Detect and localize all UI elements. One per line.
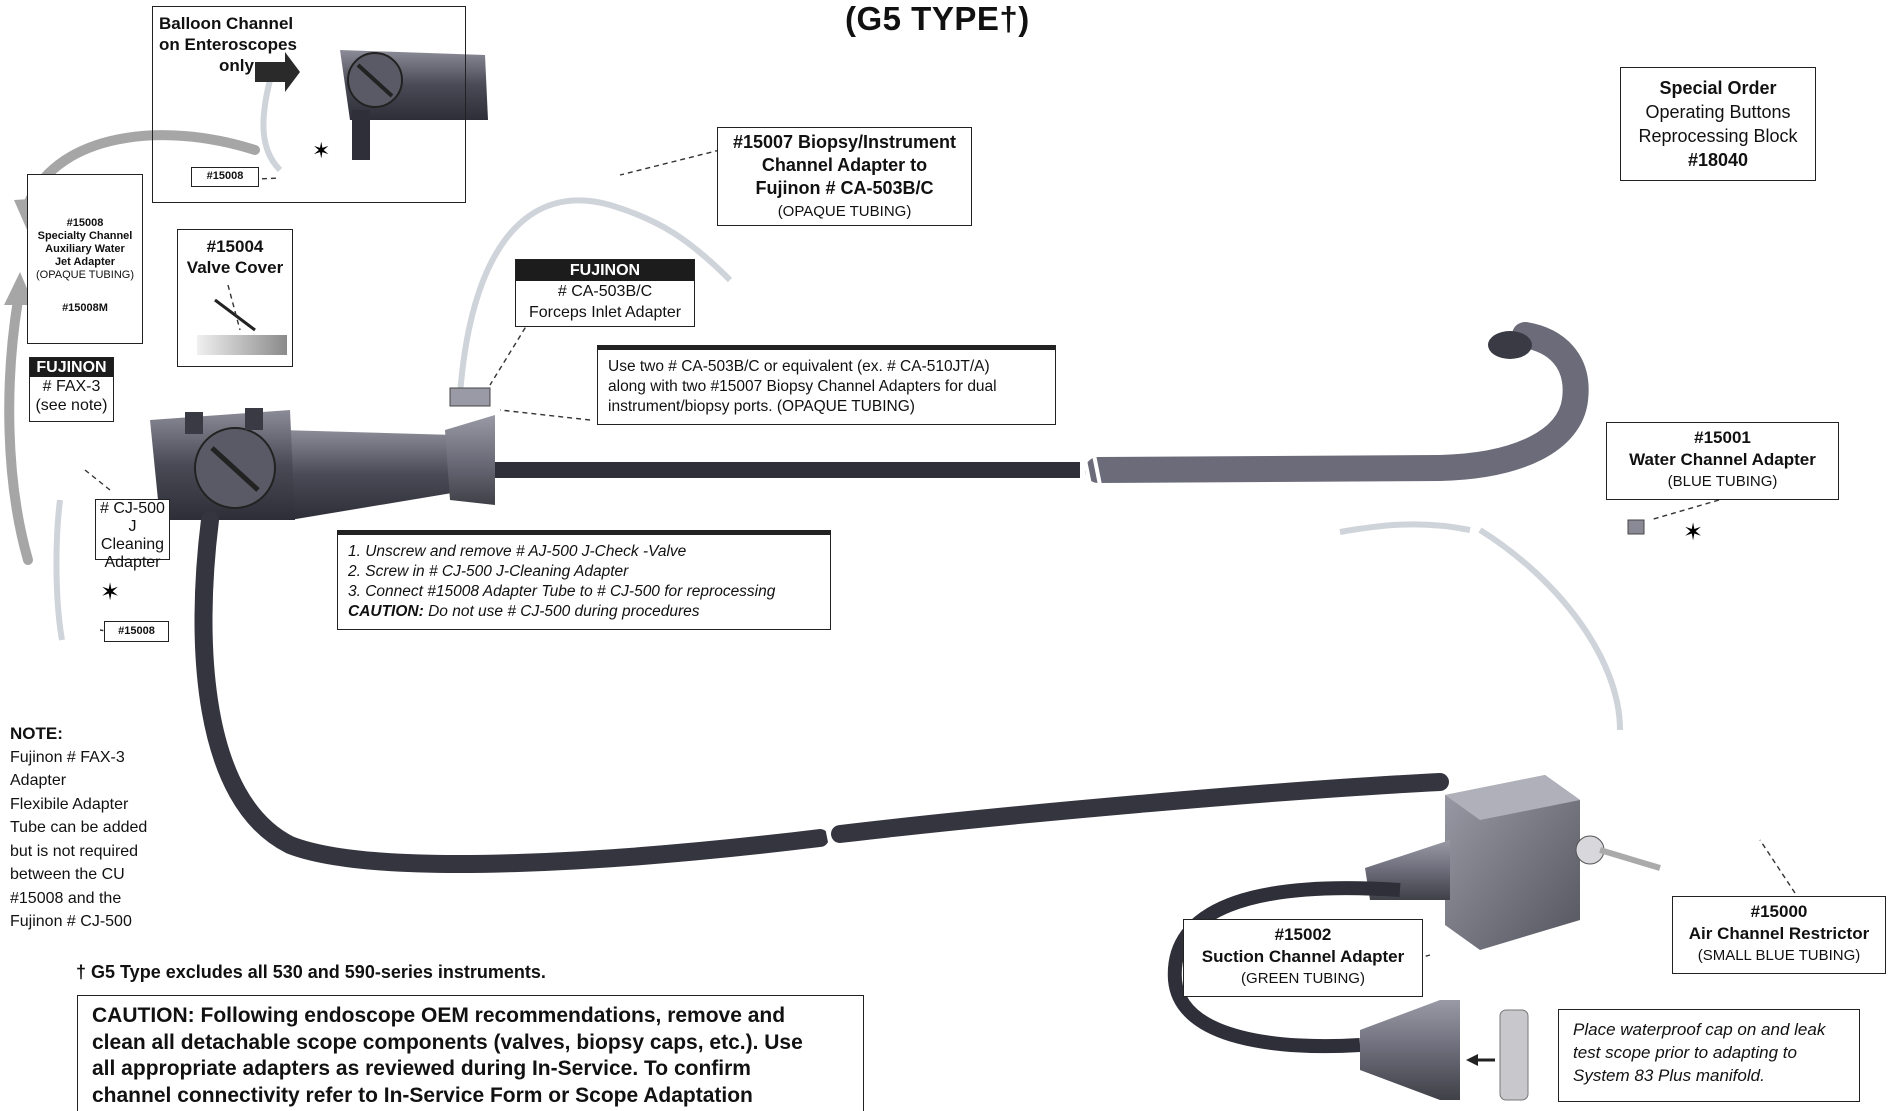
jet-adapter-line1: Specialty Channel (37, 230, 133, 242)
leak-test-connector (1360, 1000, 1529, 1101)
fax3-brand: FUJINON (30, 358, 113, 377)
step-3: 3. Connect #15008 Adapter Tube to # CJ-5… (348, 583, 776, 600)
cj500-line1: # CJ-500 (100, 500, 165, 517)
fax3-part: # FAX-3 (42, 378, 101, 395)
balloon-channel-inset: Balloon Channel on Enteroscopes only #15… (152, 6, 466, 203)
biopsy-adapter-tubing: (OPAQUE TUBING) (777, 203, 912, 220)
air-tubing: (SMALL BLUE TUBING) (1697, 947, 1861, 964)
asterisk-water: ✶ (1683, 518, 1703, 546)
balloon-line3: only (219, 56, 254, 75)
air-channel-label: #15000 Air Channel Restrictor (SMALL BLU… (1672, 896, 1886, 974)
valve-cover-part: #15004 (206, 237, 264, 256)
balloon-line2: on Enteroscopes (159, 35, 297, 54)
curved-arrow-left (4, 295, 33, 565)
cj500-label: # CJ-500 J Cleaning Adapter (95, 499, 170, 571)
asterisk-cj500: ✶ (100, 578, 120, 606)
jet-adapter-tubing: (OPAQUE TUBING) (36, 269, 134, 281)
suction-channel-label: #15002 Suction Channel Adapter (GREEN TU… (1183, 919, 1423, 997)
note-line-7: Fujinon # CJ-500 (10, 913, 132, 930)
note-label: NOTE: (10, 724, 63, 743)
special-order-label: Special Order Operating Buttons Reproces… (1620, 67, 1816, 181)
caution-line1: CAUTION: Following endoscope OEM recomme… (92, 1004, 786, 1027)
adapter-tubing (53, 79, 1623, 731)
note-line-adapter: Adapter (10, 772, 67, 789)
leak-test-note: Place waterproof cap on and leak test sc… (1558, 1009, 1860, 1102)
jet-adapter-line3: Jet Adapter (54, 256, 116, 268)
water-channel-label: #15001 Water Channel Adapter (BLUE TUBIN… (1606, 422, 1839, 500)
jet-adapter-box: #15008 Specialty Channel Auxiliary Water… (27, 174, 143, 344)
leak-note-line3: System 83 Plus manifold. (1573, 1066, 1765, 1085)
jet-adapter-line2: Auxiliary Water (45, 243, 125, 255)
forceps-brand: FUJINON (516, 260, 694, 281)
dual-note-line3: instrument/biopsy ports. (OPAQUE TUBING) (608, 398, 915, 415)
special-order-line2: Operating Buttons (1645, 102, 1791, 122)
caution-line4: channel connectivity refer to In-Service… (92, 1083, 753, 1107)
air-name: Air Channel Restrictor (1688, 924, 1870, 943)
leak-note-line2: test scope prior to adapting to (1573, 1043, 1797, 1062)
cj500-line2: J Cleaning (100, 518, 165, 553)
cj500-part-tag: #15008 (104, 621, 169, 642)
asterisk-inset: ✶ (312, 139, 330, 164)
fax3-note: (see note) (35, 397, 108, 414)
water-adapter-part-no: #15001 (1694, 428, 1751, 447)
jet-adapter-part: #15008 (66, 217, 104, 229)
suction-tubing: (GREEN TUBING) (1241, 970, 1365, 987)
special-order-line1: Special Order (1659, 78, 1777, 98)
note-line-6: #15008 and the (10, 889, 122, 907)
caution-box: CAUTION: Following endoscope OEM recomme… (77, 995, 864, 1111)
step-2: 2. Screw in # CJ-500 J-Cleaning Adapter (348, 563, 629, 580)
biopsy-adapter-label: #15007 Biopsy/Instrument Channel Adapter… (717, 127, 972, 226)
umbilical-cord (194, 511, 1449, 873)
steps-caution-label: CAUTION: (348, 603, 424, 620)
special-order-part: #18040 (1687, 150, 1749, 170)
suction-tubing (1167, 881, 1401, 1054)
inset-scope-detail (255, 50, 488, 160)
water-adapter-name: Water Channel Adapter (1629, 450, 1816, 469)
steps-caution-text: Do not use # CJ-500 during procedures (423, 603, 700, 620)
valve-cover-label: #15004 Valve Cover (177, 229, 293, 367)
scope-handle (150, 408, 495, 520)
note-line-1: Fujinon # FAX-3 (10, 748, 125, 766)
special-order-line3: Reprocessing Block (1638, 126, 1798, 146)
biopsy-adapter-line2: Channel Adapter to (761, 155, 928, 175)
biopsy-adapter-line1: #15007 Biopsy/Instrument (732, 132, 957, 152)
suction-part: #15002 (1274, 925, 1332, 944)
balloon-channel-label: Balloon Channel on Enteroscopes only (159, 13, 297, 76)
suction-name: Suction Channel Adapter (1201, 947, 1405, 966)
insertion-tube (470, 322, 1589, 486)
step-1: 1. Unscrew and remove # AJ-500 J-Check -… (348, 543, 687, 560)
page-title: (G5 TYPE†) (845, 0, 1030, 37)
g5-footnote: † G5 Type excludes all 530 and 590-serie… (76, 962, 546, 982)
forceps-inlet-label: FUJINON # CA-503B/C Forceps Inlet Adapte… (515, 259, 695, 327)
reprocessing-steps: 1. Unscrew and remove # AJ-500 J-Check -… (337, 530, 831, 630)
arrow-head-left (4, 272, 34, 305)
note-line-2: Flexibile Adapter (10, 795, 129, 813)
water-adapter-part (1627, 519, 1645, 535)
fax3-label: FUJINON # FAX-3 (see note) (29, 357, 114, 422)
valve-cover-name: Valve Cover (186, 258, 284, 277)
note-line-5: between the CU (10, 866, 125, 883)
jet-adapter-alt-part: #15008M (62, 302, 108, 314)
dual-port-note: Use two # CA-503B/C or equivalent (ex. #… (597, 345, 1056, 425)
dual-note-line2: along with two #15007 Biopsy Channel Ada… (608, 378, 997, 395)
inset-part-tag: #15008 (191, 167, 259, 187)
air-part: #15000 (1750, 902, 1808, 921)
balloon-line1: Balloon Channel (159, 14, 294, 33)
caution-line2: clean all detachable scope components (v… (92, 1030, 803, 1054)
water-adapter-tubing: (BLUE TUBING) (1667, 473, 1778, 490)
leak-note-line1: Place waterproof cap on and leak (1573, 1020, 1826, 1039)
forceps-name: Forceps Inlet Adapter (528, 304, 682, 321)
note-line-4: but is not required (10, 842, 139, 860)
forceps-adapter-part (449, 387, 491, 407)
valve-cover-illustration (197, 298, 287, 355)
caution-line3: all appropriate adapters as reviewed dur… (92, 1057, 751, 1080)
dual-note-line1: Use two # CA-503B/C or equivalent (ex. #… (608, 358, 990, 375)
note-line-3: Tube can be added (10, 819, 148, 836)
cj500-line3: Adapter (104, 554, 161, 571)
biopsy-adapter-line3: Fujinon # CA-503B/C (755, 178, 934, 198)
forceps-part: # CA-503B/C (557, 283, 653, 300)
